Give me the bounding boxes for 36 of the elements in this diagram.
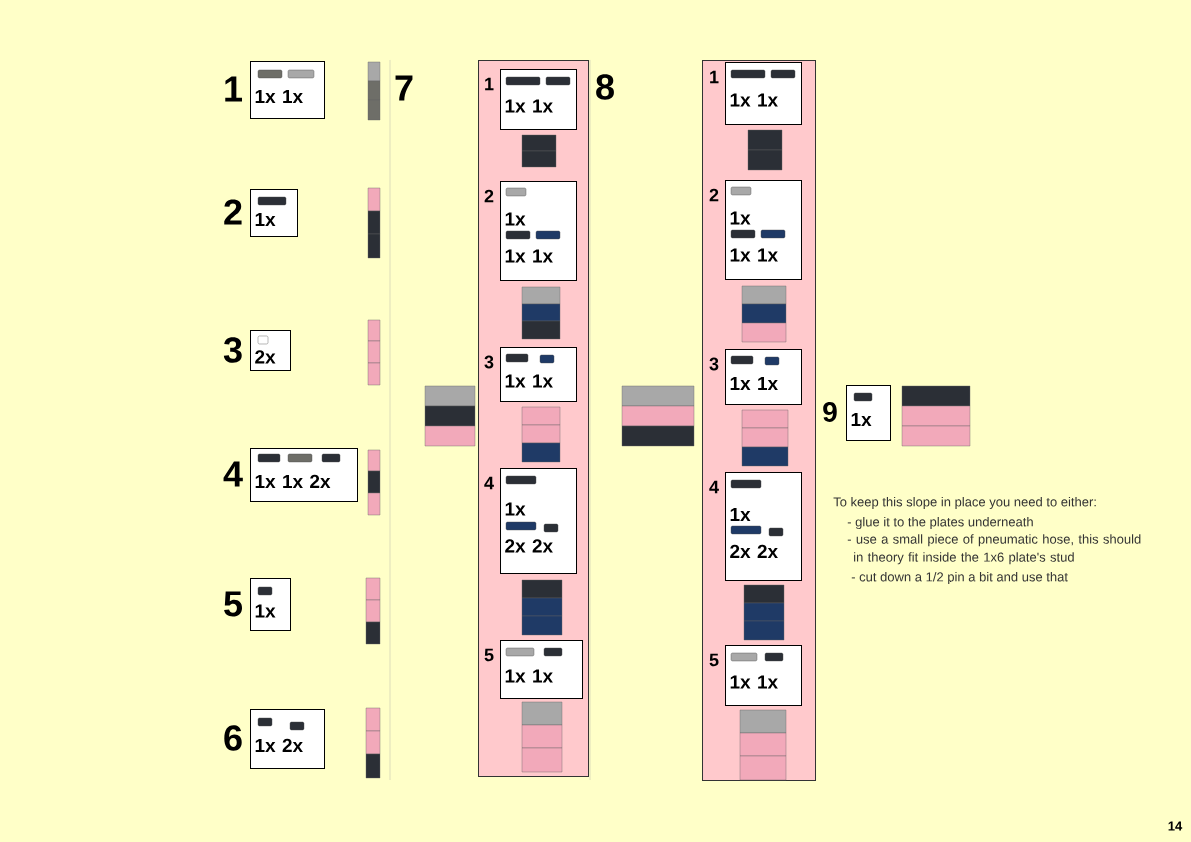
parts-list-box: 1x 1x: [725, 349, 802, 405]
step-number: 1: [225, 76, 242, 102]
parts-list-box: 1x 1x: [725, 645, 802, 706]
parts-list-box: 1x: [250, 578, 291, 631]
step-number: 2: [224, 199, 242, 225]
step-number: 4: [709, 480, 719, 494]
parts-list-box: 1x 1x 1x: [500, 181, 577, 281]
parts-list-box: 2x: [250, 330, 291, 371]
parts-list-box: 1x 1x 1x: [725, 180, 802, 280]
parts-list-box: 1x 2x: [250, 709, 325, 769]
step-number: 1: [485, 77, 494, 91]
step-number: 5: [484, 648, 494, 662]
parts-list-box: 1x 2x 2x: [725, 472, 802, 581]
parts-list-box: 1x 1x: [500, 347, 577, 402]
step-number: 4: [484, 476, 494, 490]
step-number: 8: [596, 74, 614, 100]
step-number: 2: [484, 189, 494, 203]
parts-list-box: 1x 1x: [500, 640, 583, 699]
note-text: To keep this slope in place you need to either:: [833, 496, 1096, 510]
step-number: 3: [484, 355, 494, 369]
note-text: - glue it to the plates underneath: [847, 516, 1033, 530]
step-number: 4: [223, 461, 243, 487]
step-number: 9: [823, 402, 837, 422]
step-number: 3: [709, 357, 719, 371]
step-number: 6: [224, 725, 242, 751]
step-number: 2: [709, 188, 719, 202]
page-number: 14: [1168, 821, 1183, 831]
step-number: 5: [709, 653, 719, 667]
step-number: 5: [224, 591, 242, 617]
note-text: - use a small piece of pneumatic hose, this should in theory fit inside the 1x6 plate's stud: [847, 534, 1141, 565]
parts-list-box: 1x 2x 2x: [500, 468, 577, 574]
step-number: 1: [710, 70, 719, 84]
step-number: 7: [395, 75, 413, 101]
step-number: 3: [223, 337, 242, 363]
note-text: - cut down a 1/2 pin a bit and use that: [851, 571, 1068, 585]
parts-list-box: 1x: [846, 385, 891, 441]
